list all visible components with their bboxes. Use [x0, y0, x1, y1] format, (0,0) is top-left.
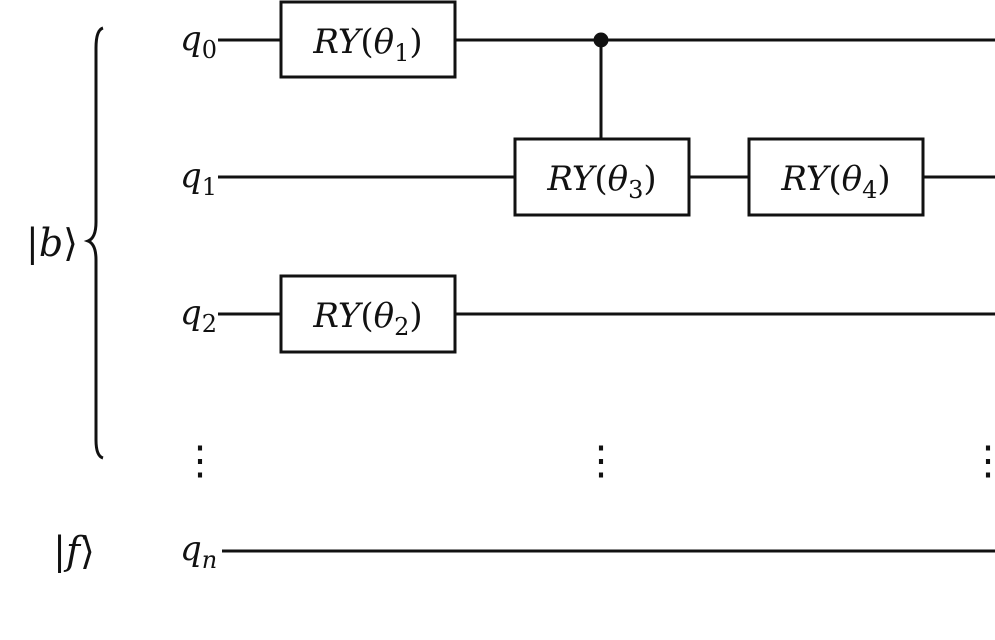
- svg-text:RY(θ1): RY(θ1): [312, 22, 422, 67]
- qubit-label-q2: q2: [180, 293, 217, 338]
- qubit-label-qn: qn: [180, 529, 217, 574]
- register-b-label: |b⟩: [26, 221, 78, 265]
- register-b-brace: [83, 26, 104, 460]
- ellipsis-qubits: ⋮: [180, 438, 220, 484]
- gate-ry-theta1: RY(θ1): [279, 0, 457, 79]
- svg-text:RY(θ3): RY(θ3): [546, 159, 656, 204]
- gate-ry-theta2: RY(θ2): [279, 274, 457, 354]
- gate-ry-theta3: RY(θ3): [513, 137, 691, 217]
- ellipsis-middle: ⋮: [581, 438, 621, 484]
- qubit-label-q1: q1: [180, 156, 217, 201]
- qubit-label-q0: q0: [180, 19, 217, 64]
- register-f-label: |f⟩: [53, 529, 95, 573]
- gate-ry-theta4: RY(θ4): [747, 137, 925, 217]
- ellipsis-right: ⋮: [968, 438, 995, 484]
- svg-text:RY(θ4): RY(θ4): [780, 159, 890, 204]
- svg-text:RY(θ2): RY(θ2): [312, 296, 422, 341]
- control-dot: [593, 32, 609, 48]
